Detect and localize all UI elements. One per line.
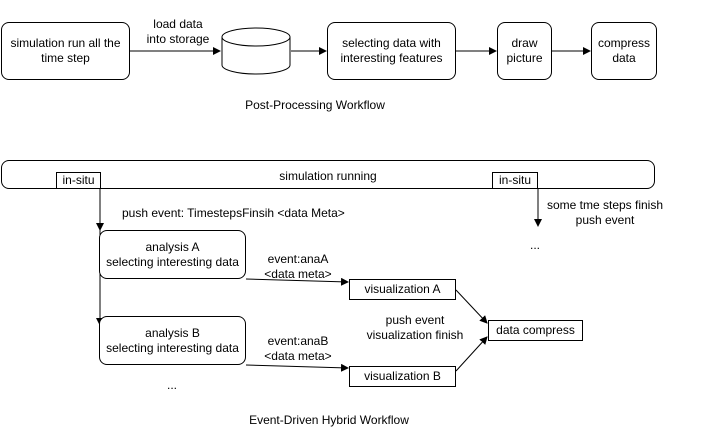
analysis-a-node: analysis A selecting interesting data — [99, 230, 246, 279]
selecting-data-node: selecting data with interesting features — [327, 22, 456, 80]
arrow-analysis-b-to-vis-b — [245, 363, 349, 372]
post-processing-caption: Post-Processing Workflow — [245, 98, 385, 112]
simulation-run-node: simulation run all the time step — [1, 22, 130, 80]
arrow-vis-b-to-compress — [455, 336, 488, 372]
arrow-analysis-a-to-vis-a — [245, 277, 349, 286]
compress-data-node: compress data — [591, 22, 657, 80]
data-compress-node: data compress — [488, 320, 583, 341]
event-ana-a-label: event:anaA <data meta> — [264, 252, 332, 281]
draw-picture-node: draw picture — [497, 22, 552, 80]
event-driven-caption: Event-Driven Hybrid Workflow — [249, 413, 409, 427]
visualization-b-node: visualization B — [349, 366, 456, 387]
right-note-label: some tme steps finish push event — [546, 198, 664, 227]
analysis-b-node: analysis B selecting interesting data — [99, 316, 246, 365]
simulation-running-bar: simulation running — [1, 160, 655, 189]
visualization-a-node: visualization A — [349, 279, 456, 300]
load-data-label: load data into storage — [146, 17, 210, 46]
simulation-running-label: simulation running — [279, 169, 377, 183]
bottom-ellipsis: ... — [166, 378, 177, 392]
insitu-left-node: in-situ — [56, 172, 101, 189]
push-event-label: push event: TimestepsFinsih <data Meta> — [122, 206, 345, 220]
push-vis-finish-label: push event visualization finish — [366, 313, 464, 342]
storage-cylinder — [221, 27, 291, 75]
right-ellipsis: ... — [529, 238, 540, 252]
event-ana-b-label: event:anaB <data meta> — [264, 334, 332, 363]
insitu-right-node: in-situ — [492, 172, 538, 189]
arrow-vis-a-to-compress — [455, 289, 488, 324]
